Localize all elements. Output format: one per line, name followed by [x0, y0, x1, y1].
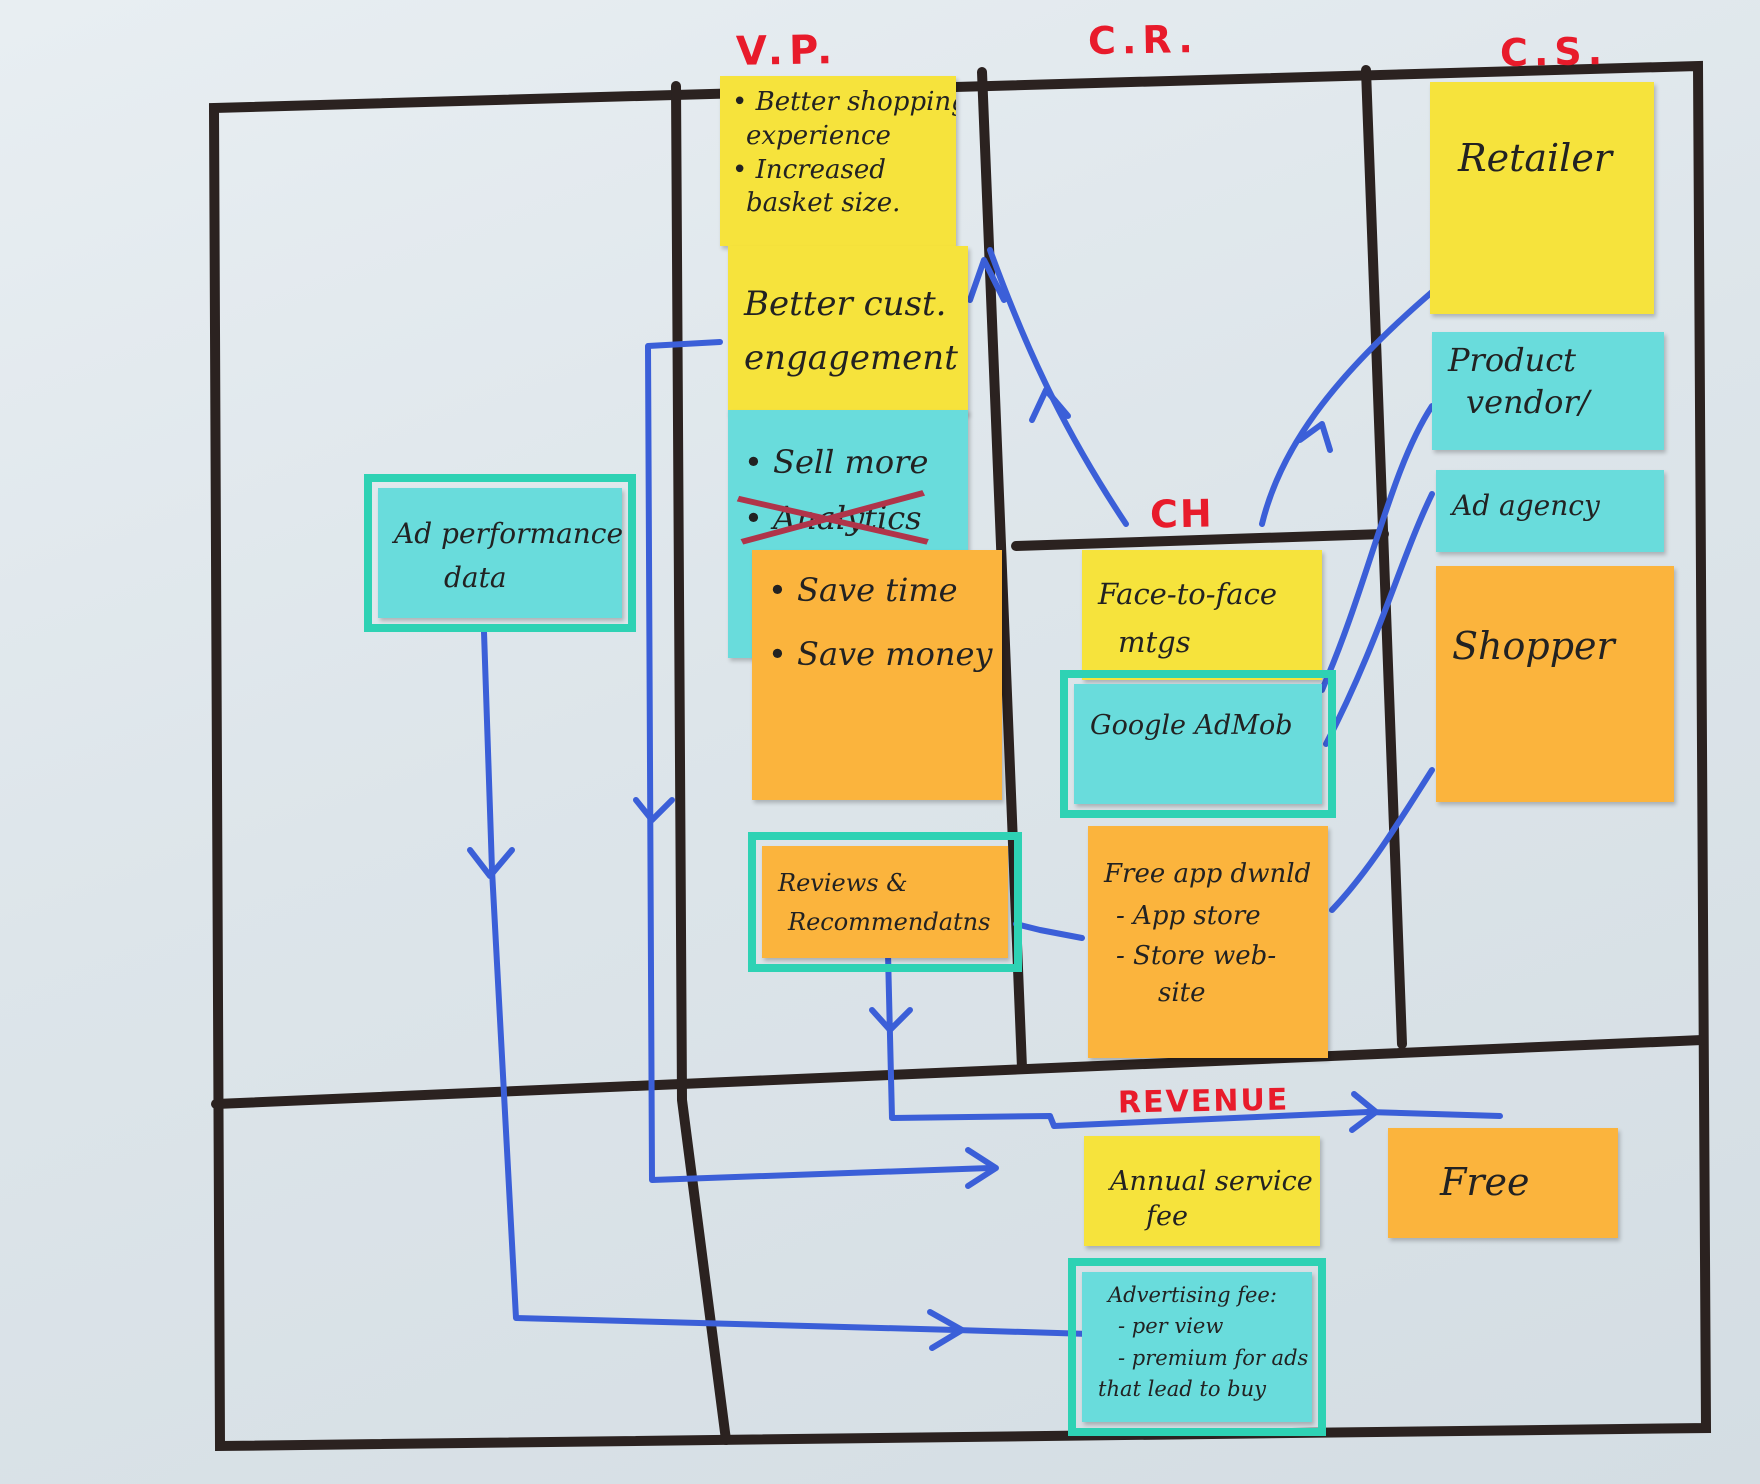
note-line: - premium for ads [1118, 1345, 1309, 1370]
note-line: Shopper [1452, 624, 1615, 668]
note-line: • Increased [732, 154, 886, 185]
strikethrough-analytics: • Analytics [736, 489, 929, 545]
arrow-reviews-head [869, 1007, 913, 1033]
arrow-retailer-to-ch [1259, 289, 1435, 527]
arrow-revenue-head [1349, 1091, 1379, 1133]
arrow-freeapp-to-reviews [1013, 921, 1085, 941]
arrow-vendor-to-ch [1319, 403, 1435, 693]
note-line: Ad performance [394, 517, 622, 550]
note-shopper: Shopper [1436, 566, 1674, 802]
revenue-divider [211, 1035, 1707, 1109]
note-ad-performance-data: Ad performance data [364, 474, 636, 632]
header-value-proposition: V.P. [735, 27, 839, 75]
note-line: Advertising fee: [1108, 1283, 1277, 1307]
note-advertising-fee: Advertising fee: - per view - premium fo… [1068, 1258, 1326, 1436]
note-line: • Sell more [744, 443, 929, 481]
note-line: Recommendatns [788, 908, 991, 937]
note-google-admob: Google AdMob [1060, 670, 1336, 818]
note-line: vendor/ [1466, 382, 1590, 421]
vp-left-line [671, 81, 731, 1445]
grid-lines [208, 60, 1712, 1452]
note-line: mtgs [1118, 624, 1191, 659]
header-customer-segments: C.S. [1499, 29, 1609, 75]
note-better-engagement: Better cust. engagement [728, 246, 968, 414]
note-line: Annual service [1110, 1166, 1313, 1197]
note-line: • Better shopping [732, 87, 956, 117]
note-line: • Save money [768, 634, 993, 673]
note-line: engagement [744, 338, 958, 379]
arrow-reviews-to-revenue [885, 951, 1503, 1129]
note-free: Free [1388, 1128, 1618, 1238]
note-line: - App store [1116, 900, 1261, 931]
arrow-shopper-to-ch [1329, 767, 1435, 913]
arrow-ad-data-head-1 [467, 847, 515, 879]
note-line: data [444, 561, 507, 595]
arrow-cr-head-2 [967, 257, 1007, 303]
note-line: Retailer [1458, 136, 1612, 180]
arrow-engagement-head-2 [965, 1147, 999, 1189]
note-line: Google AdMob [1090, 710, 1293, 741]
note-reviews-recommendations: Reviews & Recommendatns [748, 832, 1022, 972]
header-revenue: REVENUE [1117, 1082, 1290, 1121]
header-channels: CH [1149, 491, 1215, 537]
note-line: Better cust. [744, 284, 947, 324]
arrow-engagement-down [645, 339, 993, 1183]
arrow-ad-data-head-2 [927, 1309, 965, 1351]
note-line: site [1158, 978, 1206, 1009]
note-product-vendor: Product vendor/ [1432, 332, 1664, 450]
note-line: Free [1440, 1160, 1530, 1204]
arrow-retailer-head [1297, 421, 1333, 453]
blue-arrows [467, 247, 1503, 1351]
outer-frame [208, 60, 1712, 1452]
note-line: basket size. [746, 188, 901, 219]
note-line: - Store web- [1116, 940, 1277, 971]
arrow-ad-data-down [481, 629, 1093, 1337]
note-annual-service-fee: Annual service fee [1084, 1136, 1320, 1246]
note-line: fee [1146, 1201, 1188, 1233]
arrow-agency-to-ch [1323, 491, 1435, 747]
note-line: Product [1448, 341, 1576, 379]
note-better-shopping: • Better shopping experience • Increased… [720, 76, 956, 246]
note-line: Face-to-face [1098, 577, 1277, 611]
ch-box-top [1011, 529, 1389, 551]
vp-cr-divider [977, 67, 1027, 1073]
arrow-cr-head-1 [1029, 387, 1071, 423]
note-line: Reviews & [778, 869, 908, 897]
note-line: • Save time [768, 571, 958, 609]
note-free-app-download: Free app dwnld - App store - Store web- … [1088, 826, 1328, 1058]
header-customer-relationships: C.R. [1087, 17, 1200, 63]
note-retailer: Retailer [1430, 82, 1654, 314]
note-line: Free app dwnld [1104, 859, 1312, 889]
note-line: Ad agency [1452, 489, 1600, 522]
cr-cs-divider [1361, 65, 1407, 1049]
note-save-time-money: • Save time • Save money [752, 550, 1002, 800]
note-face-to-face: Face-to-face mtgs [1082, 550, 1322, 680]
arrow-ch-to-cr [987, 247, 1129, 527]
note-ad-agency: Ad agency [1436, 470, 1664, 552]
arrow-engagement-head-1 [633, 797, 675, 823]
note-line: • Analytics [744, 498, 922, 537]
note-line: experience [746, 120, 891, 151]
note-line: that lead to buy [1098, 1376, 1266, 1401]
note-line: - per view [1118, 1314, 1224, 1339]
